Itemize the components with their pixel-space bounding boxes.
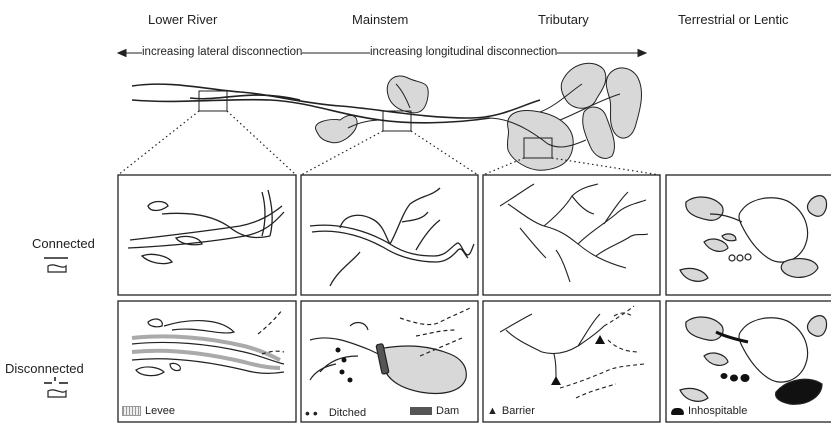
legend-ditched-label: Ditched xyxy=(329,407,366,419)
ditched-dots-icon: •• xyxy=(305,405,321,421)
dam-swatch-icon xyxy=(410,407,432,415)
right-arrow-icon xyxy=(638,50,646,57)
lobe xyxy=(583,107,615,158)
legend-barrier: ▲ Barrier xyxy=(487,405,535,417)
axis-label-lateral: increasing lateral disconnection xyxy=(142,46,302,58)
legend-inhospitable: Inhospitable xyxy=(671,405,747,417)
levee-swatch-icon xyxy=(122,406,141,416)
barrier-triangle-icon: ▲ xyxy=(487,405,498,417)
row-label-connected: Connected xyxy=(32,236,95,251)
legend-dam: Dam xyxy=(410,405,459,417)
disconnected-symbol-icon xyxy=(44,377,68,397)
zoom-boxes xyxy=(199,91,552,158)
panel-tributary-disconnected xyxy=(483,301,660,422)
lobe xyxy=(561,63,606,108)
legend-levee-label: Levee xyxy=(145,405,175,417)
legend-dam-label: Dam xyxy=(436,405,459,417)
panel-lower-river-disconnected xyxy=(118,301,296,422)
lobe xyxy=(606,68,641,138)
panel-frames xyxy=(118,175,831,422)
axis-label-longitudinal: increasing longitudinal disconnection xyxy=(370,46,557,58)
legend-barrier-label: Barrier xyxy=(502,405,535,417)
lobe xyxy=(315,115,357,142)
lobe xyxy=(387,76,428,113)
left-arrow-icon xyxy=(118,50,126,57)
panel-mainstem-connected xyxy=(301,175,478,295)
row-label-disconnected: Disconnected xyxy=(5,361,84,376)
lobe xyxy=(507,111,573,171)
connected-symbol-icon xyxy=(44,258,68,272)
legend-inhospitable-label: Inhospitable xyxy=(688,405,747,417)
legend-ditched: •• Ditched xyxy=(305,405,366,421)
inhospitable-swatch-icon xyxy=(671,408,684,415)
legend-levee: Levee xyxy=(122,405,175,417)
river-overview xyxy=(132,84,540,123)
